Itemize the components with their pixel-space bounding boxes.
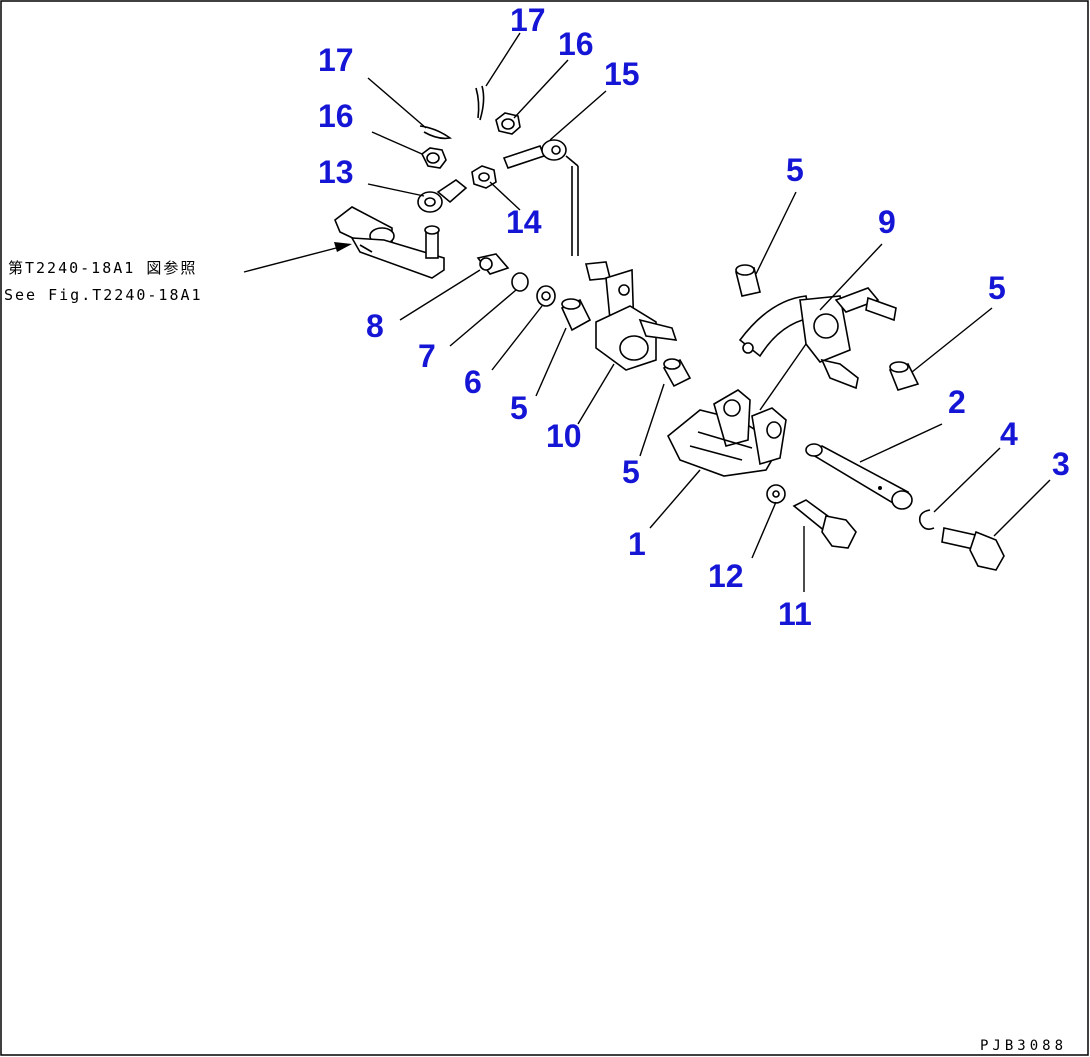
reference-note-jp: 第T2240-18A1 図参照 xyxy=(8,259,198,277)
bolt-3 xyxy=(941,527,1005,571)
callout-9: 9 xyxy=(878,204,896,240)
lever-9 xyxy=(738,287,897,390)
bolt-11 xyxy=(792,499,857,549)
callout-14: 14 xyxy=(506,204,542,240)
callout-5-lower: 5 xyxy=(622,454,640,490)
reference-arrow xyxy=(243,242,352,273)
callout-2: 2 xyxy=(948,384,966,420)
drawing-code: PJB3088 xyxy=(980,1038,1068,1054)
washer-6 xyxy=(536,285,556,307)
bracket-1 xyxy=(666,389,787,477)
pin-8 xyxy=(476,253,510,275)
callout-10: 10 xyxy=(546,418,582,454)
callout-3: 3 xyxy=(1052,446,1070,482)
callout-1: 1 xyxy=(628,526,646,562)
bushing-5-b xyxy=(662,358,692,388)
callout-5-lower-left: 5 xyxy=(510,390,528,426)
shaft-2 xyxy=(805,443,913,510)
rod-end-15 xyxy=(502,139,579,256)
bushing-5-d xyxy=(888,361,920,391)
callout-12: 12 xyxy=(708,558,744,594)
bushing-5-c xyxy=(735,264,761,297)
callout-8: 8 xyxy=(366,308,384,344)
cotter-pin-17-top xyxy=(475,85,485,121)
callout-7: 7 xyxy=(418,338,436,374)
cotter-pin-17-left xyxy=(419,125,453,140)
callout-15: 15 xyxy=(604,56,640,92)
referenced-lever-part xyxy=(334,206,445,279)
callout-16-left: 16 xyxy=(318,98,354,134)
callout-4: 4 xyxy=(1000,416,1018,452)
callout-13: 13 xyxy=(318,154,354,190)
castle-nut-16-left xyxy=(420,147,447,169)
leader-lines xyxy=(367,32,1051,592)
callout-5-upper: 5 xyxy=(786,152,804,188)
callout-16-top: 16 xyxy=(558,26,594,62)
snap-ring-4 xyxy=(918,509,935,530)
callout-17-left: 17 xyxy=(318,42,354,78)
snap-ring-7 xyxy=(511,272,529,292)
castle-nut-16-top xyxy=(495,112,521,135)
callout-11: 11 xyxy=(778,596,812,632)
lever-10 xyxy=(584,261,678,371)
washer-12 xyxy=(766,484,786,504)
reference-note-en: See Fig.T2240-18A1 xyxy=(4,286,203,304)
bushing-5-a xyxy=(560,298,592,332)
callout-6: 6 xyxy=(464,364,482,400)
callout-5-right: 5 xyxy=(988,270,1006,306)
rod-end-13 xyxy=(417,179,468,213)
callout-17-top: 17 xyxy=(510,2,546,38)
